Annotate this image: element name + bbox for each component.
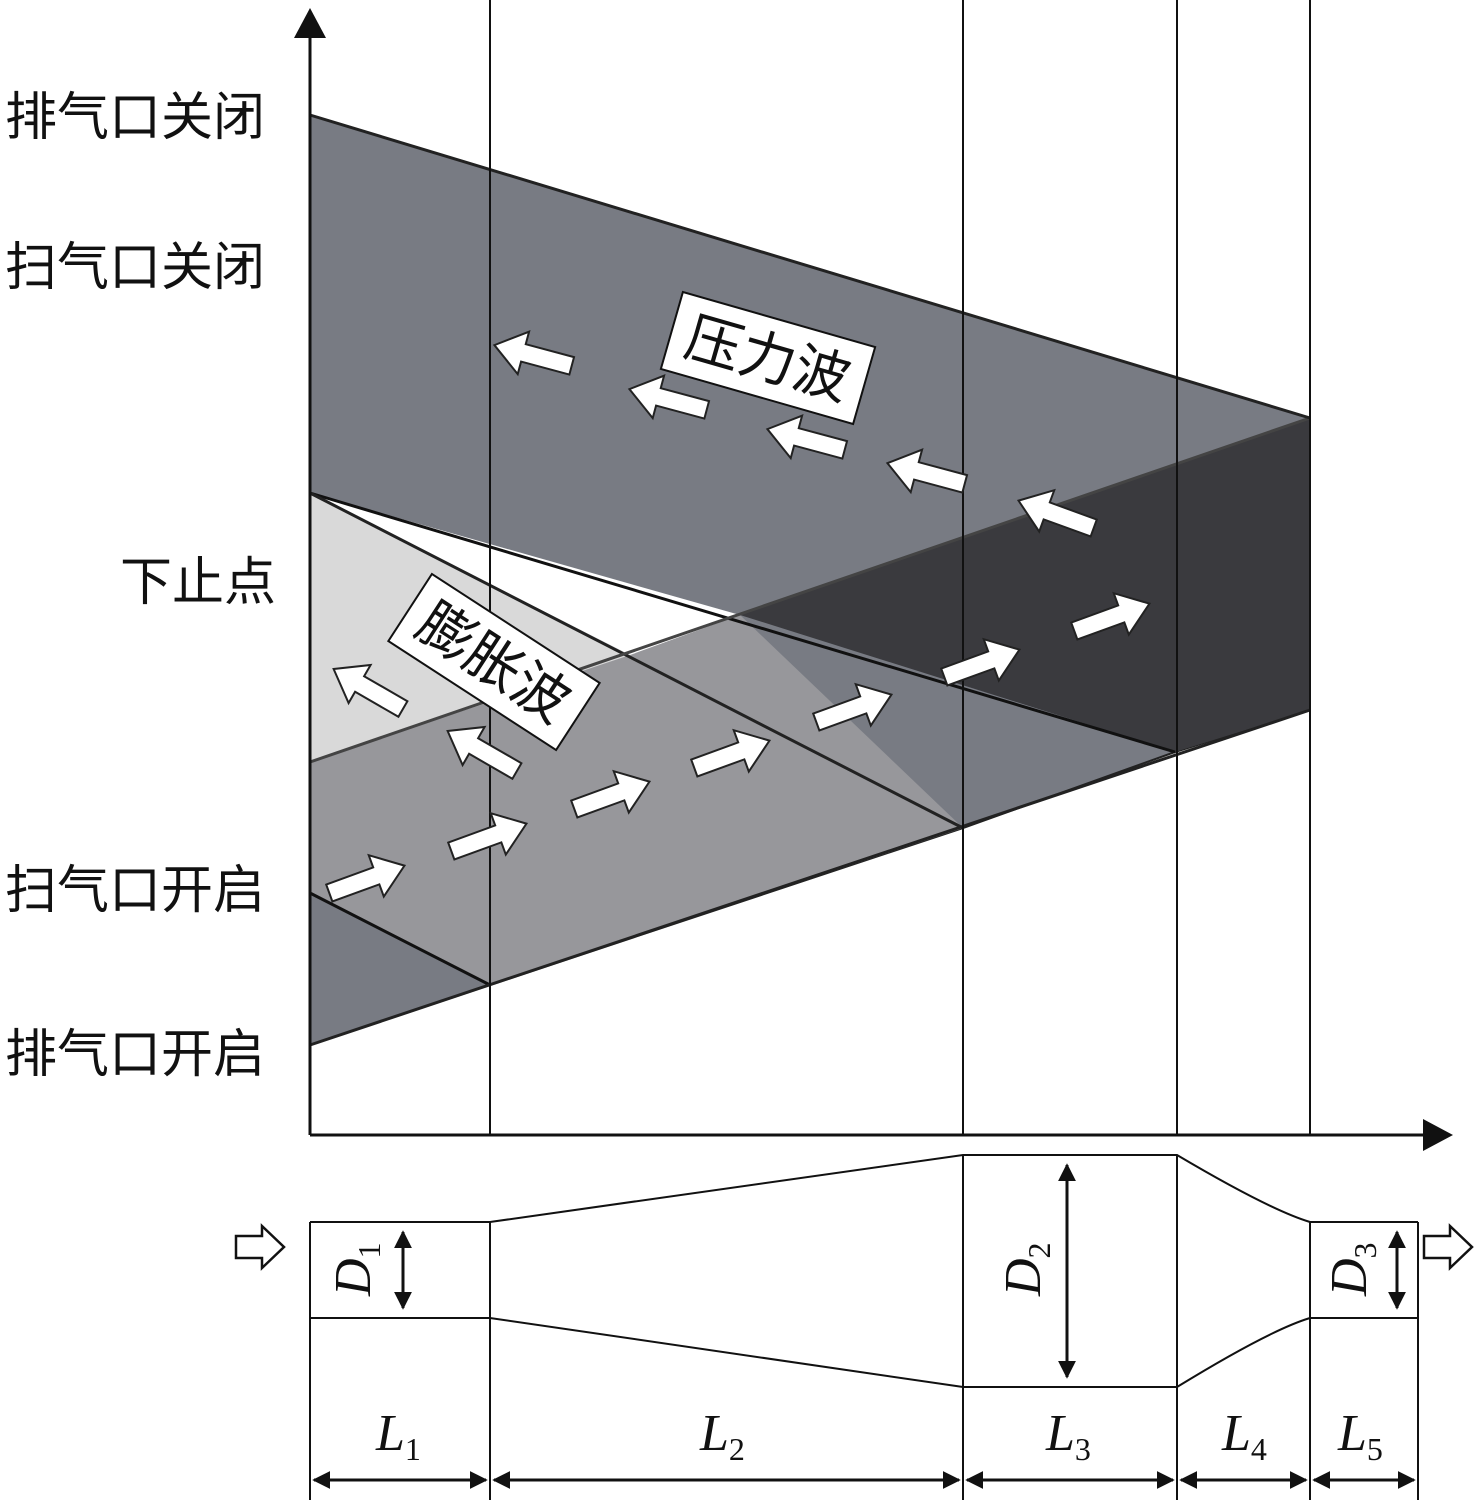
length-labels: L1 L2 L3 L4 L5: [375, 1405, 1383, 1467]
wave-bands: [309, 113, 1311, 1047]
reflected-wave-line: [309, 416, 1311, 764]
pressure-arrow-2: [627, 373, 711, 421]
label-exhaust-close: 排气口关闭: [5, 88, 265, 148]
mid-gray-region: [310, 615, 963, 1045]
diameter-dimensions: [394, 1163, 1406, 1379]
label-exhaust-open: 排气口开启: [5, 1025, 265, 1085]
l4-label: L4: [1221, 1405, 1267, 1467]
d1-label: D1: [325, 1242, 387, 1297]
pressure-arrow-1: [492, 329, 576, 377]
forward-wave-arrows: [324, 591, 1152, 903]
forward-arrow-2: [446, 811, 529, 861]
expansion-arrow-1: [332, 663, 409, 719]
forward-arrow-6: [939, 637, 1022, 687]
scavenge-wave-line: [309, 891, 491, 987]
forward-arrow-4: [689, 728, 772, 778]
forward-arrow-1: [324, 853, 407, 903]
pressure-wave-top-line: [309, 113, 1311, 420]
l5-label: L5: [1337, 1405, 1383, 1467]
x-axis-arrow: [1423, 1119, 1453, 1151]
l3-label: L3: [1045, 1405, 1091, 1467]
l1-label: L1: [375, 1405, 421, 1467]
lower-left-band: [310, 893, 490, 1045]
pressure-wave-arrows: [492, 329, 1099, 538]
d3-label: D3: [1321, 1242, 1383, 1297]
diameter-labels: D1 D2 D3: [325, 1242, 1383, 1297]
pressure-arrow-5: [1016, 488, 1099, 538]
flow-arrows: [234, 1223, 1474, 1271]
expansion-wave-arrows: [332, 663, 523, 781]
expansion-wave-edge-line: [309, 491, 964, 830]
pressure-arrow-3: [765, 413, 849, 461]
pressure-wave-bottom-line: [309, 708, 1311, 1047]
outlet-flow-arrow: [1422, 1223, 1474, 1271]
pressure-arrow-4: [885, 447, 969, 495]
white-gap-region: [310, 493, 740, 655]
label-scavenge-open: 扫气口开启: [5, 861, 265, 921]
section-lines: [489, 0, 1311, 1135]
forward-arrow-3: [569, 769, 652, 819]
forward-arrow-7: [1069, 591, 1152, 641]
pipe-top-outline: [310, 1154, 1418, 1223]
forward-arrow-5: [811, 682, 894, 732]
d2-label: D2: [995, 1242, 1057, 1297]
dark-wave-region: [740, 418, 1310, 752]
expansion-wave-front-line: [309, 491, 1176, 754]
label-bdc: 下止点: [120, 553, 276, 613]
y-axis-labels: 排气口关闭 扫气口关闭 下止点 扫气口开启 排气口开启: [5, 88, 276, 1085]
l2-label: L2: [699, 1405, 745, 1467]
pipe-schematic: [309, 1154, 1419, 1500]
y-axis-arrow: [294, 8, 326, 38]
label-scavenge-close: 扫气口关闭: [5, 238, 265, 298]
axes: [294, 8, 1453, 1151]
pipe-bottom-outline: [310, 1317, 1418, 1388]
expansion-arrow-2: [446, 725, 523, 781]
inlet-flow-arrow: [234, 1223, 286, 1271]
